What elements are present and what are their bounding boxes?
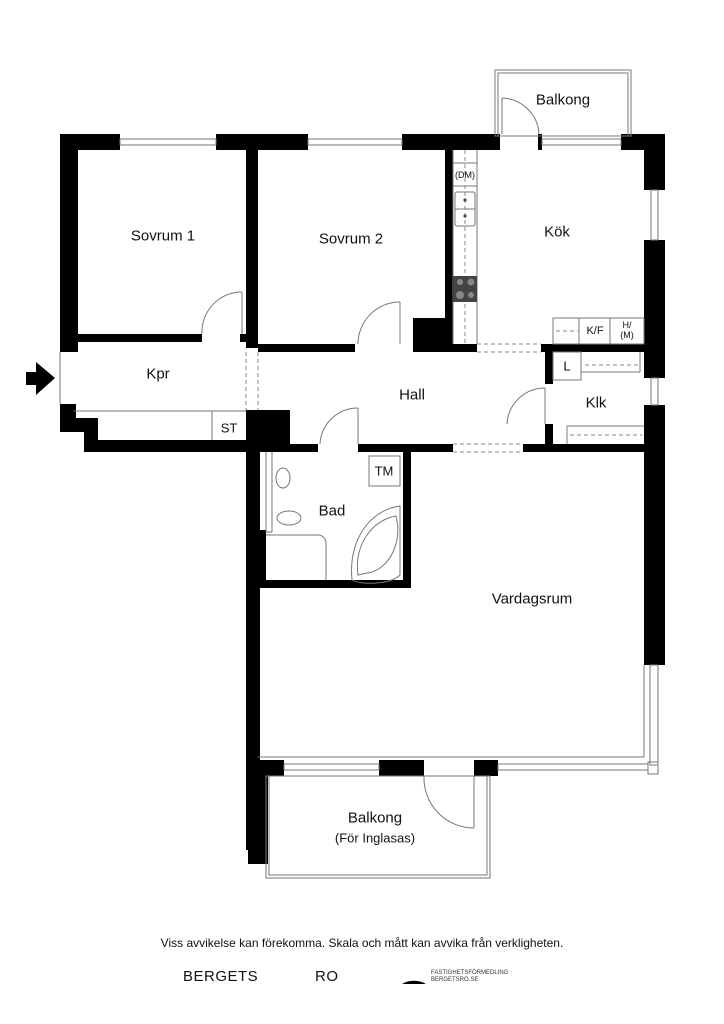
room-label-balkong-top: Balkong [535,91,591,109]
fixture-label-hm-2: (M) [620,330,634,340]
room-label-sovrum-1: Sovrum 1 [130,227,196,245]
thin-lines [59,69,659,879]
sink-icon [463,198,467,218]
room-label-sovrum-2: Sovrum 2 [318,230,384,248]
fixture-label-kf: K/F [586,325,604,337]
stove-icon [453,276,477,302]
walls [60,134,665,864]
dashed-openings [245,150,642,453]
disclaimer-text: Viss avvikelse kan förekomma. Skala och … [160,936,564,950]
fixture-label-hm-1: H/ [622,320,632,330]
room-label-kok: Kök [544,223,570,241]
room-note-balkong-bottom: (För Inglasas) [334,830,416,846]
entrance-arrow-icon [26,362,55,395]
logo-ro: RO [315,968,339,985]
logo-dome-icon [402,980,426,984]
fixture-label-tm: TM [374,463,394,479]
fixture-label-st: ST [220,420,238,436]
room-label-klk: Klk [585,394,607,412]
logo-text-line2: BERGETSRO.SE [431,977,479,983]
room-label-kpr: Kpr [146,365,170,383]
fixture-label-dm: (DM) [455,170,475,180]
room-label-vardagsrum: Vardagsrum [491,590,573,608]
logo-text-line1: FASTIGHETSFÖRMEDLING [431,970,509,976]
room-label-balkong-bottom: Balkong [347,809,403,827]
room-label-hall: Hall [399,386,425,404]
room-label-bad: Bad [318,502,346,520]
logo-bergets: BERGETS [183,968,259,985]
fixture-label-l: L [563,358,571,374]
